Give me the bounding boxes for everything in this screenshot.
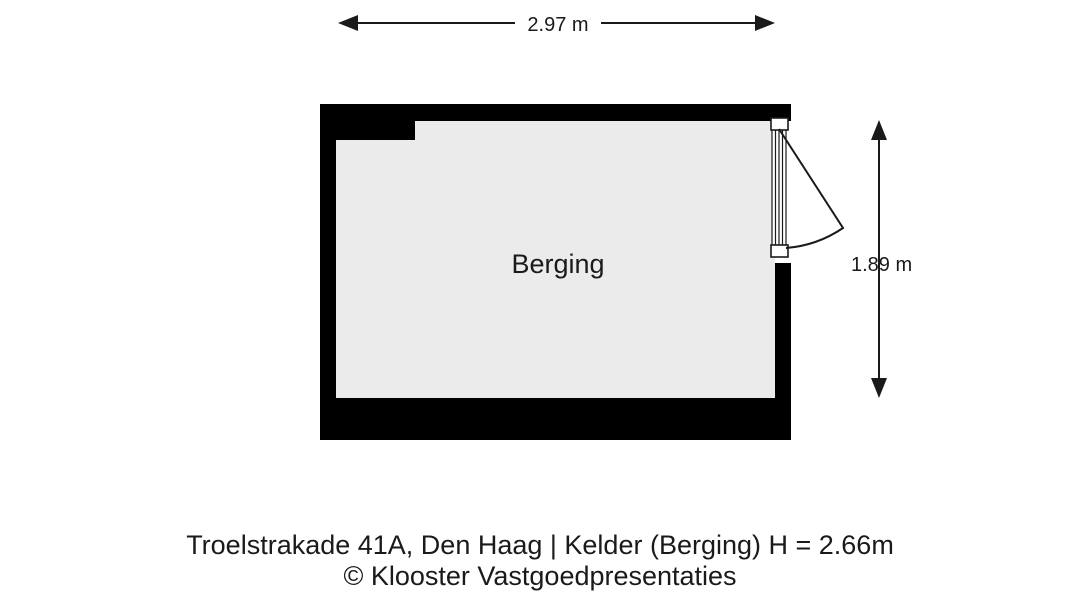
caption-line-1: Troelstrakade 41A, Den Haag | Kelder (Be… bbox=[186, 530, 894, 560]
room-floor bbox=[336, 121, 775, 398]
room-label: Berging bbox=[511, 249, 604, 279]
width-dimension-arrow-left bbox=[338, 15, 358, 31]
door-swing-arc bbox=[778, 128, 845, 249]
height-dimension-arrow-top bbox=[871, 120, 887, 140]
caption-line-2: © Klooster Vastgoedpresentaties bbox=[343, 561, 736, 591]
width-dimension-label: 2.97 m bbox=[527, 14, 588, 36]
door-right-wall[interactable] bbox=[770, 117, 845, 263]
height-dimension-arrow-bottom bbox=[871, 378, 887, 398]
door-jamb-bottom bbox=[770, 244, 789, 258]
width-dimension-arrow-right bbox=[755, 15, 775, 31]
height-dimension-label: 1.89 m bbox=[851, 254, 912, 276]
width-label-backdrop bbox=[515, 10, 601, 36]
width-dimension: 2.97 m bbox=[338, 10, 775, 36]
height-dimension: 1.89 m bbox=[851, 120, 912, 398]
door-jamb-top bbox=[770, 117, 789, 131]
wall-outline bbox=[320, 104, 791, 440]
